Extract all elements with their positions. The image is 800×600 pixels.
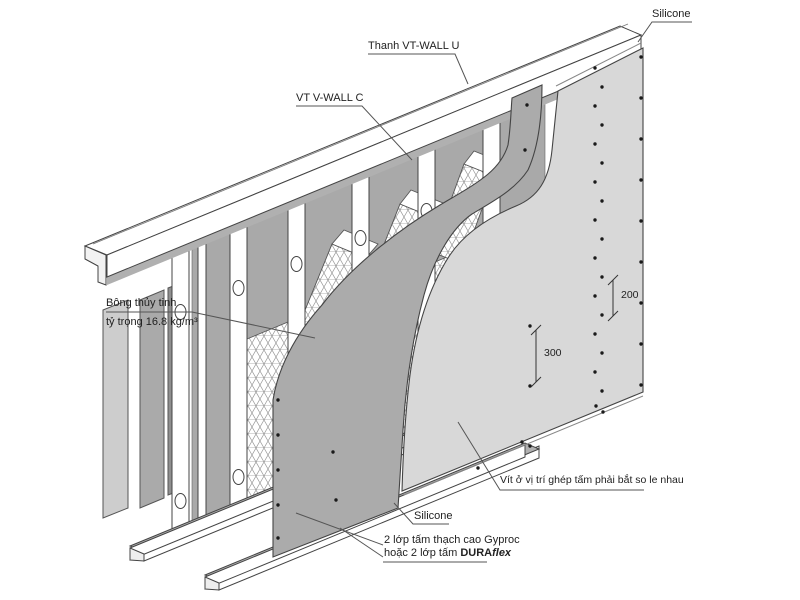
screw bbox=[523, 148, 527, 152]
label-boards-line2-prefix: hoặc 2 lớp tấm bbox=[384, 547, 461, 559]
screw bbox=[600, 275, 604, 279]
screw bbox=[600, 85, 604, 89]
label-insulation-line2: tỷ trọng 16.8 kg/m³ bbox=[106, 316, 198, 328]
screw bbox=[639, 137, 643, 141]
screw bbox=[276, 536, 280, 540]
screw bbox=[528, 444, 532, 448]
dimension-300-text: 300 bbox=[544, 347, 562, 359]
dimension-marks bbox=[530, 274, 619, 388]
screw bbox=[639, 55, 643, 59]
screw bbox=[593, 256, 597, 260]
screw bbox=[593, 66, 597, 70]
screw bbox=[525, 103, 529, 107]
screw bbox=[593, 370, 597, 374]
dimension-200-text: 200 bbox=[621, 289, 639, 301]
screw bbox=[334, 498, 338, 502]
leader-lines bbox=[106, 21, 692, 563]
screw bbox=[600, 351, 604, 355]
screw bbox=[639, 260, 643, 264]
label-stud: VT V-WALL C bbox=[296, 92, 364, 104]
screw bbox=[593, 142, 597, 146]
inner-board-layer bbox=[272, 84, 543, 558]
screw bbox=[276, 503, 280, 507]
screw-dots bbox=[276, 55, 643, 540]
screw bbox=[639, 178, 643, 182]
screw bbox=[593, 104, 597, 108]
label-boards-line2: hoặc 2 lớp tấm DURAflex bbox=[384, 547, 511, 560]
label-boards-line1: 2 lớp tấm thạch cao Gyproc bbox=[384, 534, 520, 546]
screw bbox=[593, 294, 597, 298]
screw bbox=[331, 450, 335, 454]
screw bbox=[528, 324, 532, 328]
screw bbox=[276, 468, 280, 472]
screw bbox=[593, 180, 597, 184]
screw bbox=[639, 219, 643, 223]
screw bbox=[639, 301, 643, 305]
screw bbox=[276, 433, 280, 437]
screw bbox=[600, 123, 604, 127]
label-silicone-bottom: Silicone bbox=[414, 510, 453, 522]
screw bbox=[639, 96, 643, 100]
outer-board-layer bbox=[401, 42, 644, 496]
screw bbox=[600, 389, 604, 393]
label-silicone-top: Silicone bbox=[652, 8, 691, 20]
top-track bbox=[83, 23, 643, 286]
screw bbox=[600, 313, 604, 317]
dimension-300 bbox=[530, 324, 542, 388]
label-boards-brand-bold: DURA bbox=[460, 547, 493, 559]
screw bbox=[639, 383, 643, 387]
label-top-track: Thanh VT-WALL U bbox=[368, 40, 460, 52]
screw bbox=[593, 332, 597, 336]
label-screw-note: Vít ở vị trí ghép tấm phải bắt so le nha… bbox=[500, 474, 684, 486]
screw bbox=[600, 237, 604, 241]
screw bbox=[520, 440, 524, 444]
screw bbox=[600, 161, 604, 165]
dimension-200 bbox=[607, 274, 619, 322]
screw bbox=[600, 199, 604, 203]
label-insulation-line1: Bông thủy tinh bbox=[106, 297, 177, 309]
silicone-bead-top bbox=[555, 42, 642, 87]
label-boards-brand-italic: flex bbox=[492, 547, 512, 559]
screw bbox=[593, 218, 597, 222]
screw bbox=[476, 466, 480, 470]
screw bbox=[276, 398, 280, 402]
screw bbox=[594, 404, 598, 408]
screw bbox=[601, 410, 605, 414]
screw bbox=[639, 342, 643, 346]
